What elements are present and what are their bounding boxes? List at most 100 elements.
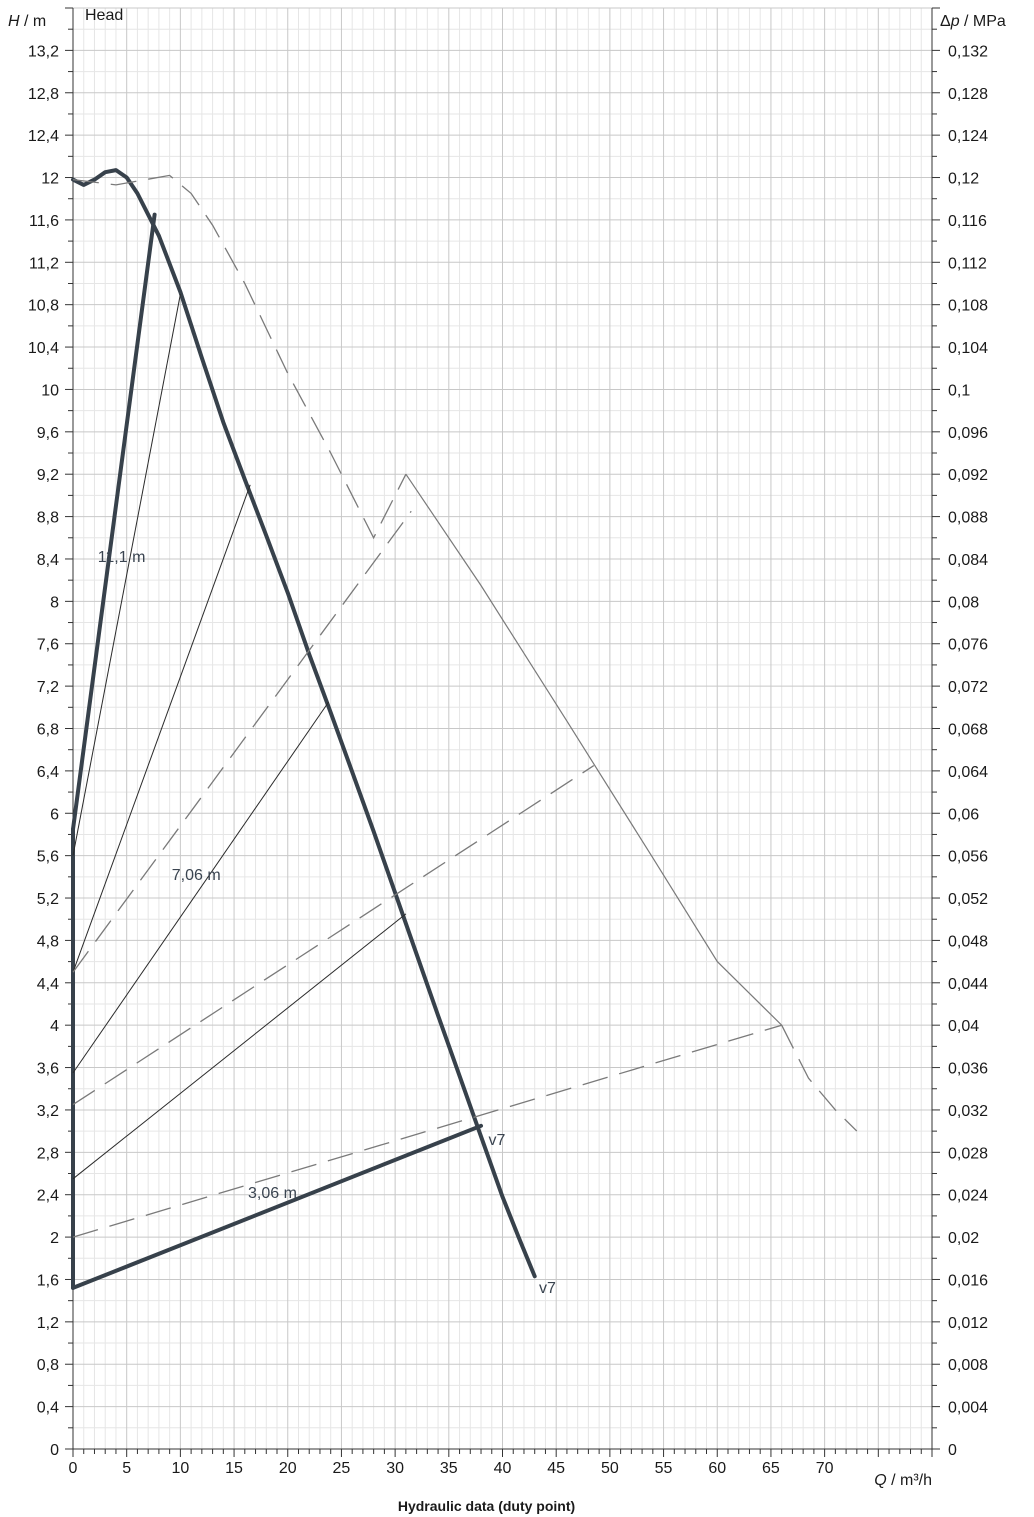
y-tick-label: 7,6	[37, 637, 59, 654]
x-tick-label: 10	[171, 1460, 189, 1477]
y-tick-label: 11,2	[29, 255, 59, 272]
y-tick-label: 3,6	[37, 1061, 59, 1078]
y-tick-label: 0,8	[37, 1357, 59, 1374]
y2-tick-label: 0,084	[948, 552, 988, 569]
y2-tick-label: 0,108	[948, 298, 988, 315]
curve-label: v7	[489, 1132, 506, 1149]
y-tick-label: 1,2	[37, 1315, 59, 1332]
grid-major	[72, 7, 933, 1450]
x-tick-label: 15	[225, 1460, 243, 1477]
x-tick-label: 60	[708, 1460, 726, 1477]
x-tick-label: 50	[601, 1460, 619, 1477]
chart-caption: Hydraulic data (duty point)	[398, 1498, 575, 1514]
y2-tick-label: 0,06	[948, 806, 979, 823]
y-tick-label: 9,2	[37, 467, 59, 484]
x-tick-label: 55	[655, 1460, 673, 1477]
curve-dashed	[72, 765, 595, 1106]
x-tick-label: 30	[386, 1460, 404, 1477]
x-tick-label: 0	[69, 1460, 78, 1477]
y-tick-label: 2	[50, 1230, 59, 1247]
y-tick-label: 0,4	[37, 1400, 59, 1417]
y2-tick-label: 0,048	[948, 933, 988, 950]
y-tick-label: 7,2	[37, 679, 59, 696]
y2-tick-label: 0,052	[948, 891, 988, 908]
y-axis-var: H	[8, 13, 20, 30]
y-tick-label: 12	[41, 171, 59, 188]
y2-tick-label: 0,044	[948, 976, 988, 993]
y2-tick-label: 0,08	[948, 594, 979, 611]
y-tick-label: 12,8	[28, 86, 59, 103]
curve-thick	[71, 1123, 483, 1290]
y2-tick-label: 0,1	[948, 382, 970, 399]
y2-tick-label: 0,116	[948, 213, 987, 230]
y2-tick-label: 0,096	[948, 425, 988, 442]
curve-thick	[71, 212, 157, 832]
y-tick-label: 11,6	[29, 213, 59, 230]
y2-tick-label: 0,04	[948, 1018, 979, 1035]
chart-title: Head	[85, 7, 123, 24]
x-tick-label: 45	[547, 1460, 565, 1477]
y2-tick-label: 0,092	[948, 467, 988, 484]
y-tick-label: 10,4	[28, 340, 59, 357]
y2-axis-var: p	[950, 13, 960, 30]
y-tick-label: 10	[41, 382, 59, 399]
curve-thin-gray	[405, 473, 783, 1026]
y-tick-label: 2,8	[37, 1145, 59, 1162]
y2-tick-label: 0,072	[948, 679, 988, 696]
y-tick-label: 4,8	[37, 933, 59, 950]
y-tick-label: 6,8	[37, 722, 59, 739]
y2-tick-label: 0,024	[948, 1188, 988, 1205]
y-tick-label: 6,4	[37, 764, 59, 781]
x-axis-unit: / m³/h	[887, 1472, 932, 1489]
x-tick-label: 70	[816, 1460, 834, 1477]
y-tick-label: 4,4	[37, 976, 59, 993]
y2-tick-label: 0,088	[948, 510, 988, 527]
x-axis-var: Q	[874, 1472, 886, 1489]
y2-tick-label: 0,076	[948, 637, 988, 654]
curve-dashed	[72, 1024, 782, 1238]
y2-tick-label: 0,104	[948, 340, 988, 357]
y-tick-label: 2,4	[37, 1188, 59, 1205]
y2-tick-label: 0,124	[948, 128, 988, 145]
y2-tick-label: 0,02	[948, 1230, 979, 1247]
y2-axis-label: Δp / MPa	[940, 13, 1006, 30]
curve-thin	[72, 913, 407, 1180]
series-layer	[71, 168, 858, 1290]
x-tick-label: 40	[494, 1460, 512, 1477]
y2-tick-label: 0,016	[948, 1272, 988, 1289]
y2-tick-label: 0,112	[948, 255, 987, 272]
y2-axis-prefix: Δ	[940, 13, 951, 30]
y2-tick-label: 0,128	[948, 86, 988, 103]
x-tick-label: 65	[762, 1460, 780, 1477]
y2-tick-label: 0,012	[948, 1315, 988, 1332]
y-tick-label: 5,2	[37, 891, 59, 908]
curve-label: 7,06 m	[172, 867, 221, 884]
curve-dashed	[72, 510, 412, 973]
curve-thin	[72, 701, 330, 1074]
y-tick-label: 8,4	[37, 552, 59, 569]
curve-thin	[72, 484, 251, 973]
y2-tick-label: 0,056	[948, 849, 988, 866]
curve-label: 11,1 m	[98, 549, 146, 566]
y-tick-label: 5,6	[37, 849, 59, 866]
y2-tick-label: 0,032	[948, 1103, 988, 1120]
x-tick-label: 25	[333, 1460, 351, 1477]
y-tick-label: 8,8	[37, 510, 59, 527]
y-tick-label: 13,2	[28, 43, 59, 60]
x-axis-label: Q / m³/h	[874, 1472, 932, 1489]
x-tick-label: 5	[122, 1460, 131, 1477]
curve-label: v7	[539, 1280, 556, 1297]
y2-tick-label: 0,12	[948, 171, 979, 188]
y-axis-label: H / m	[8, 13, 46, 30]
y2-tick-label: 0,068	[948, 722, 988, 739]
y2-axis-unit: / MPa	[960, 13, 1006, 30]
y2-tick-label: 0,132	[948, 43, 988, 60]
y-tick-label: 4	[50, 1018, 59, 1035]
curve-dashed	[72, 174, 407, 540]
y-tick-label: 0	[50, 1442, 59, 1459]
y2-tick-label: 0,036	[948, 1061, 988, 1078]
y-axis-unit: / m	[20, 13, 47, 30]
